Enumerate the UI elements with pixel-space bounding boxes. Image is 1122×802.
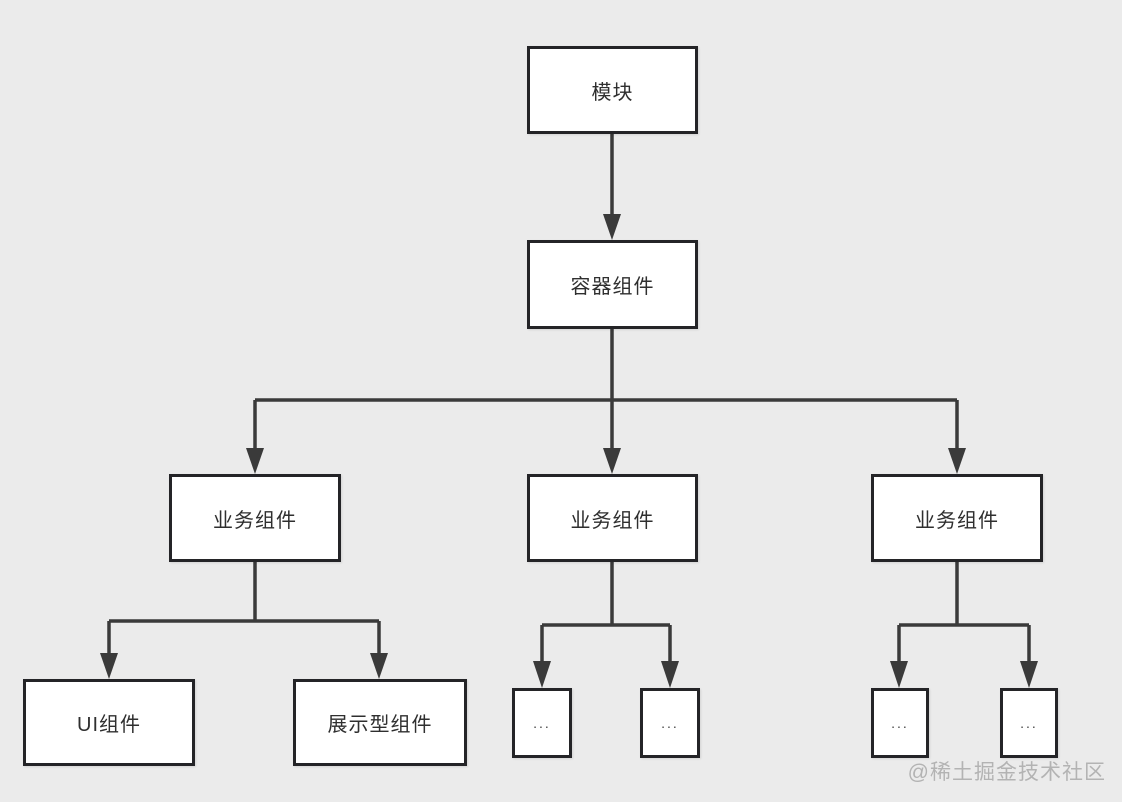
arrowhead-icon [603, 448, 621, 474]
node-ui-component: UI组件 [23, 679, 195, 766]
node-label: ... [533, 715, 551, 731]
node-label: ... [891, 715, 909, 731]
node-label: 业务组件 [915, 509, 999, 532]
arrowhead-icon [603, 214, 621, 240]
node-label: 业务组件 [570, 509, 655, 532]
node-business-component-left: 业务组件 [169, 474, 341, 562]
arrowhead-icon [100, 653, 118, 679]
arrowhead-icon [533, 661, 551, 688]
node-placeholder-3: ... [871, 688, 929, 758]
arrowhead-icon [246, 448, 264, 474]
node-placeholder-1: ... [512, 688, 572, 758]
node-label: ... [661, 715, 679, 731]
node-label: 模块 [591, 81, 634, 104]
node-label: 展示型组件 [327, 714, 433, 736]
node-placeholder-2: ... [640, 688, 700, 758]
node-business-component-right: 业务组件 [871, 474, 1043, 562]
watermark: @稀土掘金技术社区 [907, 761, 1106, 784]
node-label: UI组件 [77, 714, 141, 736]
node-module: 模块 [527, 46, 698, 134]
node-label: 容器组件 [570, 276, 655, 298]
node-container-component: 容器组件 [527, 240, 698, 329]
arrowhead-icon [948, 448, 966, 474]
node-business-component-middle: 业务组件 [527, 474, 698, 562]
arrowhead-icon [661, 661, 679, 688]
node-placeholder-4: ... [1000, 688, 1058, 758]
arrowhead-icon [1020, 661, 1038, 688]
arrowhead-icon [890, 661, 908, 688]
node-label: ... [1020, 715, 1038, 731]
node-label: 业务组件 [213, 509, 297, 532]
node-presentational-component: 展示型组件 [293, 679, 467, 766]
arrowhead-icon [370, 653, 388, 679]
